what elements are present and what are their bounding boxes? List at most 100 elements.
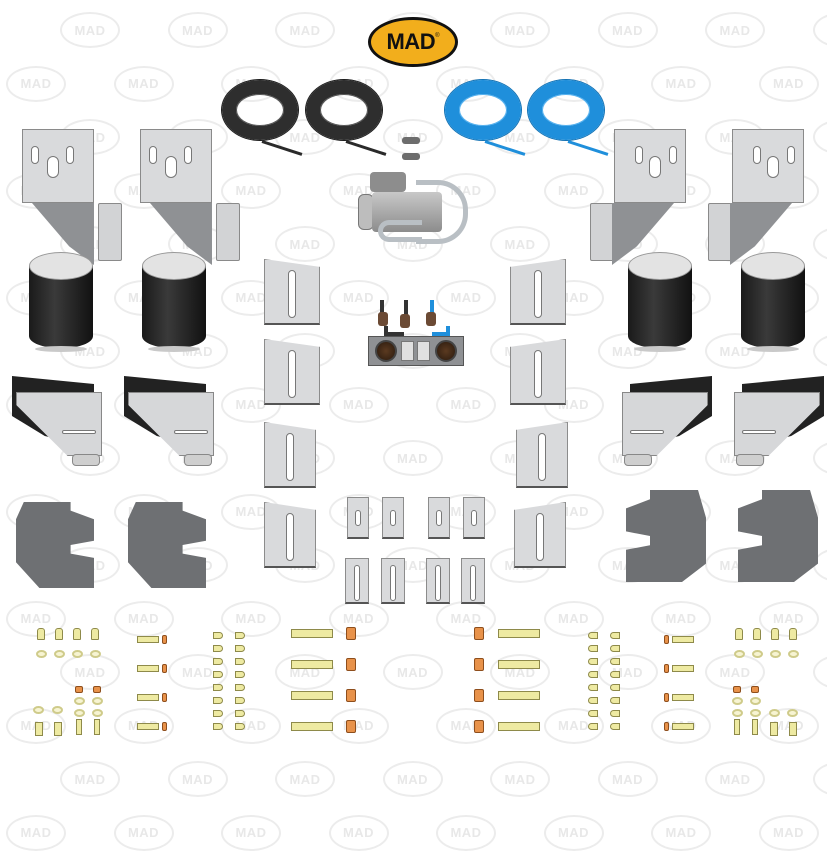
watermark: MAD xyxy=(383,440,443,476)
watermark: MAD xyxy=(6,815,66,851)
flat-washer xyxy=(92,697,103,705)
watermark: MAD xyxy=(813,226,827,262)
watermark: MAD xyxy=(221,601,281,637)
lower-bracket xyxy=(12,356,104,468)
countersunk-screw xyxy=(213,697,223,704)
flat-washer xyxy=(750,697,761,705)
watermark: MAD xyxy=(114,66,174,102)
flat-washer xyxy=(752,650,763,658)
flat-washer xyxy=(74,709,85,717)
hex-bolt xyxy=(54,722,62,736)
watermark: MAD xyxy=(490,226,550,262)
watermark: MAD xyxy=(275,761,335,797)
flat-washer xyxy=(788,650,799,658)
hex-bolt xyxy=(735,628,743,640)
long-bolt xyxy=(498,691,540,700)
watermark: MAD xyxy=(759,66,819,102)
spacer-plate-small xyxy=(461,558,485,604)
hex-bolt xyxy=(789,628,797,640)
hex-bolt xyxy=(76,719,82,735)
countersunk-screw xyxy=(235,671,245,678)
flat-washer xyxy=(36,650,47,658)
countersunk-screw xyxy=(235,710,245,717)
hex-bolt xyxy=(753,628,761,640)
control-panel-gauges xyxy=(368,300,464,366)
pressure-gauge-icon xyxy=(375,340,397,362)
watermark: MAD xyxy=(168,761,228,797)
watermark: MAD xyxy=(114,815,174,851)
flat-washer xyxy=(72,650,83,658)
spacer-plate-large xyxy=(264,422,316,488)
watermark: MAD xyxy=(221,708,281,744)
watermark: MAD xyxy=(813,12,827,48)
countersunk-screw xyxy=(588,684,598,691)
countersunk-screw xyxy=(235,684,245,691)
countersunk-screw xyxy=(235,632,245,639)
carriage-bolt xyxy=(672,694,694,701)
upper-bracket xyxy=(140,129,220,259)
hex-nut xyxy=(664,693,669,702)
watermark: MAD xyxy=(60,654,120,690)
air-spring xyxy=(741,252,805,352)
countersunk-screw xyxy=(235,723,245,730)
spacer-plate-small xyxy=(428,497,450,539)
watermark: MAD xyxy=(60,761,120,797)
air-spring xyxy=(142,252,206,352)
flat-washer xyxy=(732,697,743,705)
watermark: MAD xyxy=(168,12,228,48)
spacer-plate-small xyxy=(382,497,404,539)
countersunk-screw xyxy=(610,658,620,665)
countersunk-screw xyxy=(213,671,223,678)
flat-washer xyxy=(770,650,781,658)
spacer-plate-small xyxy=(426,558,450,604)
watermark: MAD xyxy=(705,12,765,48)
countersunk-screw xyxy=(213,684,223,691)
air-spring xyxy=(29,252,93,352)
flat-washer xyxy=(52,706,63,714)
hex-nut xyxy=(162,693,167,702)
carriage-bolt xyxy=(137,665,159,672)
countersunk-screw xyxy=(213,710,223,717)
flat-washer xyxy=(787,709,798,717)
watermark: MAD xyxy=(813,119,827,155)
watermark: MAD xyxy=(705,654,765,690)
countersunk-screw xyxy=(588,697,598,704)
flat-washer xyxy=(750,709,761,717)
countersunk-screw xyxy=(235,645,245,652)
hex-bolt xyxy=(752,719,758,735)
upper-bracket xyxy=(708,129,788,259)
long-bolt xyxy=(291,722,333,731)
watermark: MAD xyxy=(705,761,765,797)
countersunk-screw xyxy=(588,671,598,678)
watermark: MAD xyxy=(436,815,496,851)
long-bolt xyxy=(498,722,540,731)
spacer-plate-large xyxy=(516,422,568,488)
flange-nut xyxy=(346,689,356,702)
watermark: MAD xyxy=(114,601,174,637)
watermark: MAD xyxy=(651,815,711,851)
countersunk-screw xyxy=(610,710,620,717)
lower-bracket xyxy=(124,356,216,468)
spacer-plate-large xyxy=(510,339,566,405)
flat-washer xyxy=(74,697,85,705)
long-bolt xyxy=(498,629,540,638)
carriage-bolt xyxy=(137,694,159,701)
countersunk-screw xyxy=(213,632,223,639)
lock-nut xyxy=(751,686,759,693)
watermark: MAD xyxy=(6,66,66,102)
hex-bolt xyxy=(771,628,779,640)
flat-washer xyxy=(33,706,44,714)
lock-nut xyxy=(93,686,101,693)
upper-bracket xyxy=(590,129,670,259)
hex-bolt xyxy=(94,719,100,735)
spacer-plate-small xyxy=(345,558,369,604)
spacer-plate-large xyxy=(510,259,566,325)
watermark: MAD xyxy=(275,12,335,48)
watermark: MAD xyxy=(651,66,711,102)
watermark: MAD xyxy=(60,12,120,48)
hex-nut xyxy=(162,664,167,673)
flat-washer xyxy=(54,650,65,658)
countersunk-screw xyxy=(610,671,620,678)
flange-nut xyxy=(474,627,484,640)
spacer-plate-large xyxy=(264,259,320,325)
